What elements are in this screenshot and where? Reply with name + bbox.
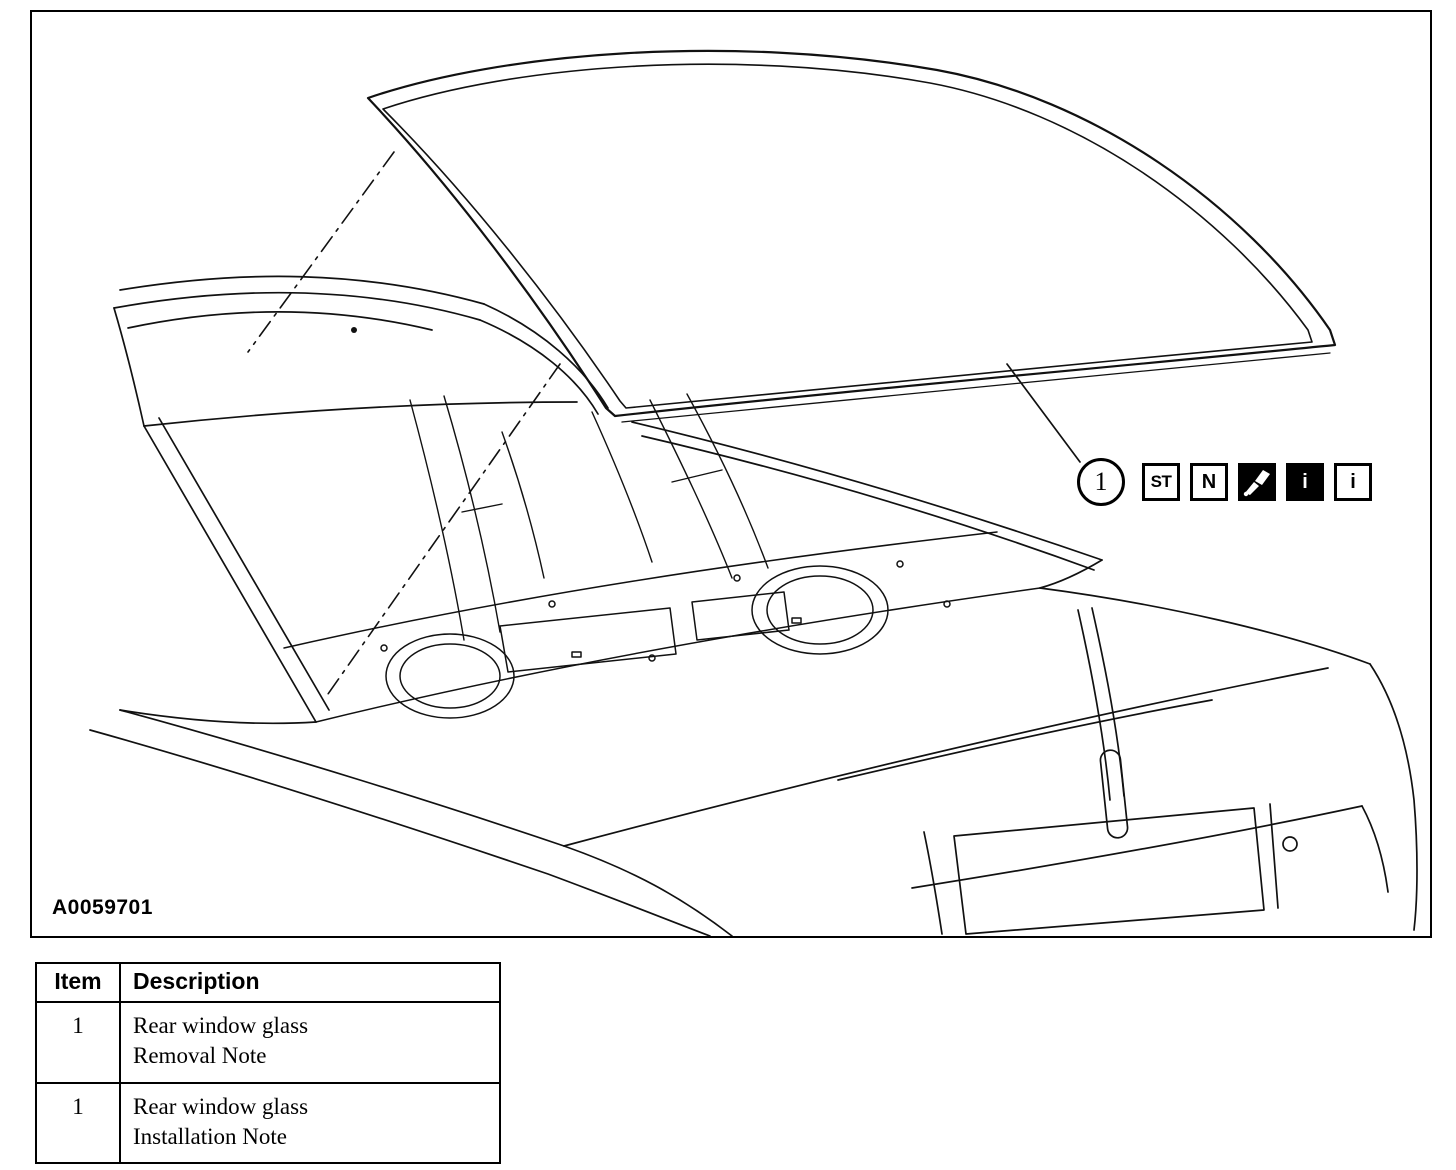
callout-1-circle: 1 [1077, 458, 1125, 506]
special-tool-badge: ST [1142, 463, 1180, 501]
trunk-lid [563, 587, 1371, 847]
header-item: Item [35, 962, 121, 1003]
rear-fascia [911, 663, 1418, 935]
speaker-cutout-left [385, 633, 515, 719]
license-plate-pocket [953, 807, 1265, 935]
speaker-cutout-right [751, 565, 889, 655]
table-row: 1 Rear window glass Removal Note [35, 1001, 501, 1084]
pillar-structure [409, 393, 769, 641]
callout-leader-line [1006, 363, 1081, 463]
info-outline-badge: i [1334, 463, 1372, 501]
description-line-2: Removal Note [133, 1043, 267, 1069]
item-description: Rear window glass Installation Note [119, 1081, 501, 1165]
figure-rear-window-glass: 1 ST N i i A0059701 [30, 10, 1432, 938]
info-solid-badge: i [1286, 463, 1324, 501]
note-badge: N [1190, 463, 1228, 501]
rear-window-glass [366, 49, 1337, 423]
table-row: 1 Rear window glass Installation Note [35, 1081, 501, 1165]
header-description: Description [119, 962, 501, 1003]
adhesive-applicator-badge [1238, 463, 1276, 501]
item-number: 1 [35, 1001, 121, 1084]
callout-badges: ST N i i [1142, 463, 1372, 501]
legend-header-row: Item Description [35, 962, 501, 1003]
legend-table: Item Description 1 Rear window glass Rem… [35, 962, 501, 1165]
rear-window-opening [143, 401, 578, 723]
left-quarter-panel [89, 709, 733, 936]
item-description: Rear window glass Removal Note [119, 1001, 501, 1084]
trunk-handle-slot [1099, 749, 1129, 839]
callout-1-number: 1 [1094, 467, 1108, 496]
line-art-drawing [89, 49, 1418, 936]
adhesive-applicator-icon [1243, 470, 1270, 497]
figure-id-label: A0059701 [52, 896, 153, 919]
package-shelf [283, 531, 1041, 723]
item-number: 1 [35, 1081, 121, 1165]
alignment-dash-lines [247, 151, 561, 695]
description-line-2: Installation Note [133, 1124, 287, 1150]
description-line-1: Rear window glass [133, 1013, 309, 1038]
vehicle-body [89, 275, 1418, 936]
description-line-1: Rear window glass [133, 1093, 309, 1119]
